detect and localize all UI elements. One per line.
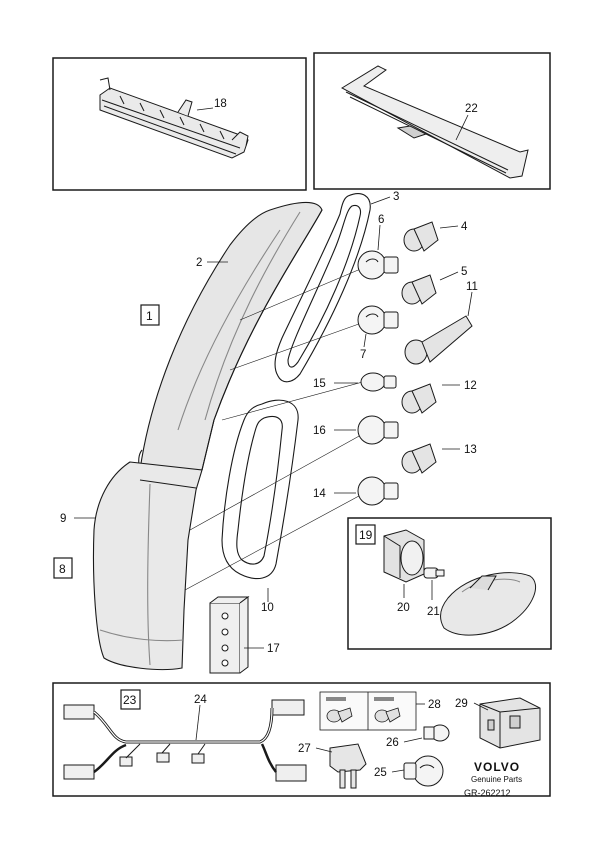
wiring-harness-part-24 <box>63 699 307 782</box>
callout-9: 9 <box>60 513 66 525</box>
callout-28: 28 <box>428 699 441 711</box>
callout-16: 16 <box>313 425 326 437</box>
bulb-part-16 <box>357 415 399 445</box>
svg-text:1: 1 <box>146 309 153 323</box>
callout-5: 5 <box>461 266 467 278</box>
callout-10: 10 <box>261 602 274 614</box>
boxed-callout-8: 8 <box>53 557 73 579</box>
boxed-callout-23: 23 <box>123 693 137 707</box>
inset-box-22: 22 <box>313 52 551 190</box>
lower-lamp-housing-9 <box>92 461 203 671</box>
boxed-callout-1: 1 <box>140 304 160 326</box>
callout-21: 21 <box>427 606 440 618</box>
side-marker-lens <box>440 572 537 636</box>
callout-14: 14 <box>313 488 326 500</box>
inset-box-18: 18 <box>52 57 307 191</box>
inset-box-23: 23 24 27 <box>52 682 551 798</box>
callout-27: 27 <box>298 743 311 755</box>
callout-20: 20 <box>397 602 410 614</box>
bulb-holder-part-12 <box>401 383 437 414</box>
callout-22: 22 <box>465 103 478 115</box>
boxed-callout-19: 19 <box>359 528 373 542</box>
callout-17: 17 <box>267 643 280 655</box>
diagram-reference: GR-262212 <box>464 788 511 798</box>
bracket-part-18 <box>99 77 249 159</box>
callout-15: 15 <box>313 378 326 390</box>
callout-4: 4 <box>461 221 468 233</box>
gasket-part-3 <box>274 193 371 383</box>
upper-lamp-housing-2 <box>138 201 323 471</box>
bulb-part-15 <box>360 372 397 392</box>
bulb-part-26 <box>423 724 450 742</box>
bulb-part-25 <box>403 755 444 787</box>
bulb-holder-part-5 <box>401 274 437 305</box>
callout-3: 3 <box>393 191 399 203</box>
callout-13: 13 <box>464 444 477 456</box>
inset-box-19: 19 20 21 <box>347 517 552 650</box>
svg-text:8: 8 <box>59 562 66 576</box>
gasket-part-10 <box>221 399 299 580</box>
bulb-part-6 <box>357 250 399 280</box>
callout-11: 11 <box>466 281 478 293</box>
callout-lines-main <box>74 196 473 649</box>
fuse-part-27 <box>329 743 367 789</box>
spoiler-part-22 <box>340 65 529 179</box>
bulb-part-14 <box>357 476 399 506</box>
callout-12: 12 <box>464 380 477 392</box>
callout-18: 18 <box>214 98 227 110</box>
side-marker-bulb-part-21 <box>423 567 445 579</box>
brand-subtitle: Genuine Parts <box>471 775 522 784</box>
callout-7: 7 <box>360 349 366 361</box>
bulb-part-7 <box>357 305 399 335</box>
connector-part-29 <box>479 697 541 749</box>
leader-lines <box>184 264 371 591</box>
callout-25: 25 <box>374 767 387 779</box>
side-marker-socket-part-20 <box>383 529 425 583</box>
brand-name: VOLVO <box>474 760 520 774</box>
callout-29: 29 <box>455 698 468 710</box>
callout-2: 2 <box>196 257 202 269</box>
bulb-holder-part-13 <box>401 443 437 474</box>
callout-26: 26 <box>386 737 399 749</box>
bulb-holder-part-11 <box>404 315 473 365</box>
bulb-holder-part-4 <box>403 221 439 252</box>
label-sheet-part-28 <box>319 691 417 731</box>
connector-block-part-17 <box>209 596 250 674</box>
callout-6: 6 <box>378 214 384 226</box>
callout-24: 24 <box>194 694 207 706</box>
